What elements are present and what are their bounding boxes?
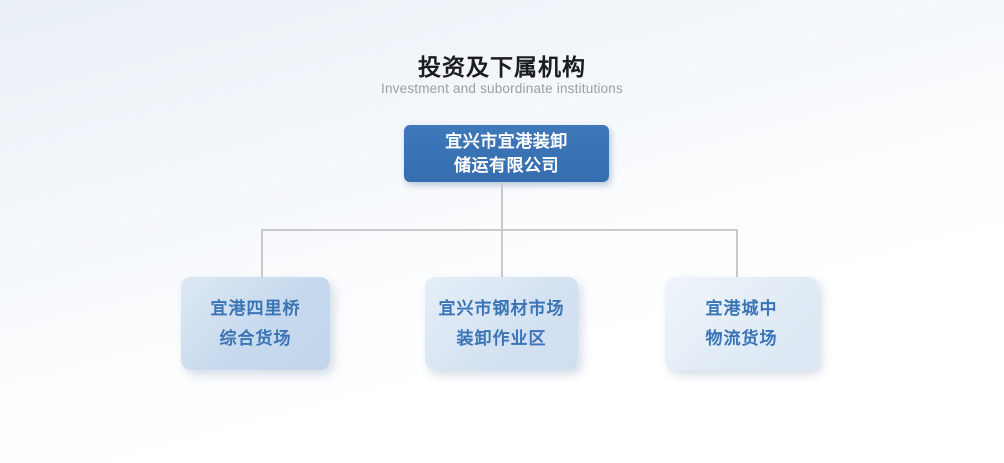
org-node-root-line-2: 储运有限公司 xyxy=(454,155,559,175)
org-node-child-3-line-1: 宜港城中 xyxy=(705,298,778,318)
org-node-child-3-line-2: 物流货场 xyxy=(705,328,778,348)
connector-root-stem xyxy=(501,182,503,230)
org-node-child-2-line-2: 装卸作业区 xyxy=(456,328,547,348)
page-title: 投资及下属机构 xyxy=(418,54,586,80)
org-node-child-2: 宜兴市钢材市场 装卸作业区 xyxy=(425,277,578,370)
connector-drop-child-2 xyxy=(501,231,503,277)
page-subtitle: Investment and subordinate institutions xyxy=(381,81,623,96)
org-node-root: 宜兴市宜港装卸 储运有限公司 xyxy=(404,125,609,182)
org-node-child-1-line-1: 宜港四里桥 xyxy=(210,298,301,318)
org-node-child-1-line-2: 综合货场 xyxy=(219,328,292,348)
org-node-child-1: 宜港四里桥 综合货场 xyxy=(181,277,330,370)
connector-drop-child-1 xyxy=(261,231,263,277)
org-node-child-2-line-1: 宜兴市钢材市场 xyxy=(438,298,565,318)
connector-drop-child-3 xyxy=(736,231,738,277)
org-node-child-3: 宜港城中 物流货场 xyxy=(665,277,818,370)
org-node-root-line-1: 宜兴市宜港装卸 xyxy=(445,131,568,151)
connector-horizontal-rail xyxy=(261,229,738,231)
